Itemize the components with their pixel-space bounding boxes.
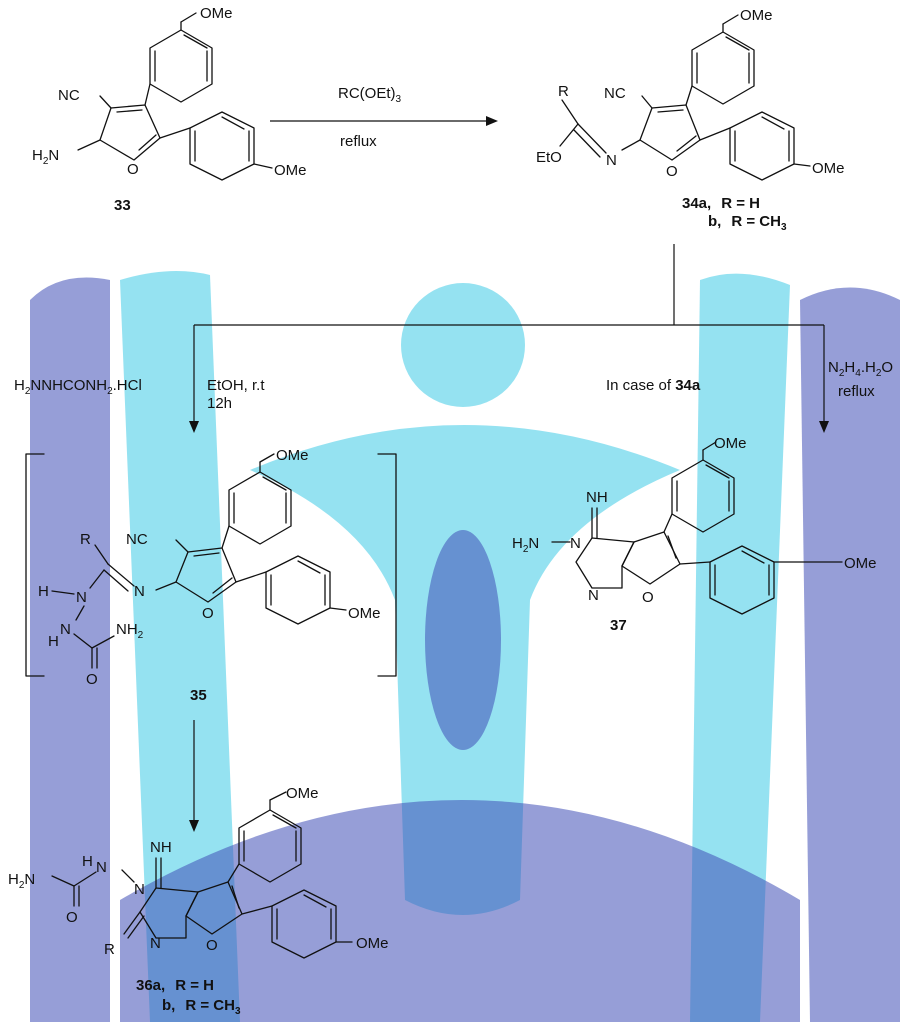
c35-n1: N: [76, 589, 87, 606]
reaction-arrow-3: [189, 720, 199, 832]
c33-ome-top: OMe: [200, 5, 233, 22]
watermark-right-stripe: [690, 273, 790, 1022]
c35-h2: H: [48, 633, 59, 650]
watermark-bottom-arc: [120, 800, 800, 1022]
c35-r: R: [80, 531, 91, 548]
c34-nc: NC: [604, 85, 626, 102]
c37-h2n: H2N: [512, 535, 539, 555]
condition-12h: 12h: [207, 395, 232, 412]
c37-ome-top: OMe: [714, 435, 747, 452]
c34-ring-o: O: [666, 163, 678, 180]
c34-r: R: [558, 83, 569, 100]
c36-nh: NH: [150, 839, 172, 856]
c35-n2: N: [60, 621, 71, 638]
c34-ome-right: OMe: [812, 160, 845, 177]
condition-etoh: EtOH, r.t: [207, 377, 265, 394]
watermark-figure-core: [425, 530, 501, 750]
compound-35-label: 35: [190, 687, 207, 704]
reagent-orthoester: RC(OEt)3: [338, 85, 402, 105]
c35-h1: H: [38, 583, 49, 600]
c36-ome-right: OMe: [356, 935, 389, 952]
compound-35: OMe O NC N R N H N H NH2 O OMe 35: [25, 447, 397, 704]
watermark-right-wave: [800, 287, 900, 1022]
c36-h2n: H2N: [8, 871, 35, 891]
c34-imine-n: N: [606, 152, 617, 169]
compound-33-label: 33: [114, 197, 131, 214]
c35-ome-right: OMe: [348, 605, 381, 622]
c36-ring-n1: N: [134, 881, 145, 898]
reagent-hydrazine: N2H4.H2O: [828, 359, 893, 379]
c36-h-link: H: [82, 853, 93, 870]
compound-34a-label: 34a,R = H: [682, 195, 760, 212]
c36-nh-link: N: [96, 859, 107, 876]
c34-eto: EtO: [536, 149, 562, 166]
c37-ring-o: O: [642, 589, 654, 606]
c37-nh: NH: [586, 489, 608, 506]
c35-ome-top: OMe: [276, 447, 309, 464]
c33-amine: H2N: [32, 147, 59, 167]
c36-ome-top: OMe: [286, 785, 319, 802]
compound-33: OMe O NC H2N OMe 33: [32, 5, 307, 214]
c33-ring-o: O: [127, 161, 139, 178]
watermark-left-stripe: [120, 271, 240, 1022]
c37-ring-n1: N: [570, 535, 581, 552]
watermark-left-wave: [30, 277, 110, 1022]
c37-ring-n2: N: [588, 587, 599, 604]
c33-ome-right: OMe: [274, 162, 307, 179]
compound-36: OMe O NH N N R N H H2N O OMe 36a,R = H b…: [8, 785, 389, 1017]
watermark-logo: [30, 271, 900, 1022]
condition-reflux-2: reflux: [838, 383, 875, 400]
compound-36a-label: 36a,R = H: [136, 977, 214, 994]
c35-nc: NC: [126, 531, 148, 548]
c37-ome-right: OMe: [844, 555, 877, 572]
compound-37: OMe O NH N N H2N OMe 37: [512, 435, 877, 634]
c34-ome-top: OMe: [740, 7, 773, 24]
compound-34: OMe O NC N R EtO OMe 34a,R = H b,R = CH3: [536, 7, 845, 233]
compound-37-label: 37: [610, 617, 627, 634]
reaction-arrow-1: RC(OEt)3 reflux: [270, 85, 498, 150]
c35-nh2: NH2: [116, 621, 144, 641]
c36-ring-n2: N: [150, 935, 161, 952]
c35-ring-o: O: [202, 605, 214, 622]
condition-reflux-1: reflux: [340, 133, 377, 150]
c35-carbonyl-o: O: [86, 671, 98, 688]
compound-36b-label: b,R = CH3: [162, 997, 241, 1017]
compound-34b-label: b,R = CH3: [708, 213, 787, 233]
c36-r: R: [104, 941, 115, 958]
c33-nc: NC: [58, 87, 80, 104]
branch-arrows: [189, 244, 829, 433]
c36-carbonyl-o: O: [66, 909, 78, 926]
note-in-case-of: In case of 34a: [606, 377, 701, 394]
watermark-figure-head: [401, 283, 525, 407]
c36-ring-o: O: [206, 937, 218, 954]
c35-imine-n: N: [134, 583, 145, 600]
